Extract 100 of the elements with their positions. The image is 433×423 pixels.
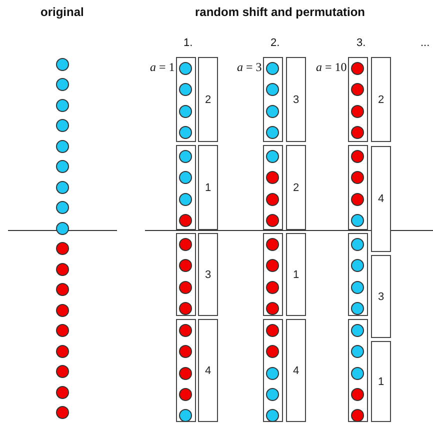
circle-marker: [179, 280, 192, 294]
circle-marker: [179, 366, 192, 380]
circle-marker: [56, 201, 68, 214]
circle-marker: [351, 192, 364, 206]
shift-label: a = 10: [316, 60, 347, 75]
group-box: [176, 57, 196, 142]
segment-box: 4: [198, 319, 218, 422]
circle-marker: [351, 238, 364, 251]
circle-marker: [179, 409, 192, 422]
segment-box: 3: [371, 255, 391, 338]
circle-marker: [351, 214, 364, 227]
step-number: 3.: [356, 37, 366, 49]
circle-marker: [266, 104, 279, 118]
circle-marker: [179, 214, 192, 227]
circle-marker: [266, 388, 279, 401]
circle-marker: [266, 171, 279, 184]
circle-marker: [56, 119, 68, 132]
circle-marker: [179, 324, 192, 337]
circle-marker: [56, 386, 68, 398]
group-box: [348, 57, 368, 142]
circle-marker: [351, 366, 364, 380]
group-box: [348, 233, 368, 316]
ellipsis: ...: [420, 37, 430, 49]
circle-marker: [351, 409, 364, 422]
circle-marker: [179, 192, 192, 206]
circle-marker: [179, 238, 192, 251]
circle-marker: [179, 388, 192, 401]
circle-marker: [351, 83, 364, 96]
circle-marker: [56, 160, 68, 173]
circle-marker: [351, 259, 364, 272]
circle-marker: [56, 344, 68, 358]
circle-marker: [266, 280, 279, 294]
step-number: 1.: [184, 37, 193, 49]
group-box: [176, 233, 196, 316]
shift-label: a = 1: [150, 60, 175, 75]
circle-marker: [56, 324, 68, 337]
circle-marker: [179, 83, 192, 96]
segment-box: 3: [198, 233, 218, 316]
circle-marker: [266, 324, 279, 337]
segment-box: 3: [286, 57, 306, 142]
segment-box: 2: [198, 57, 218, 142]
circle-marker: [56, 140, 68, 152]
circle-marker: [351, 62, 364, 75]
step-number: 2.: [270, 37, 280, 49]
group-box: [348, 319, 368, 422]
circle-marker: [56, 180, 68, 194]
circle-marker: [351, 104, 364, 118]
circle-marker: [56, 304, 68, 316]
circle-marker: [266, 214, 279, 227]
segment-box: 2: [371, 57, 391, 142]
circle-marker: [179, 62, 192, 75]
circle-marker: [56, 406, 68, 419]
group-box: [263, 57, 283, 142]
column-heading: original: [40, 5, 84, 19]
circle-marker: [266, 238, 279, 251]
circle-marker: [266, 192, 279, 206]
segment-box: 4: [371, 146, 391, 252]
circle-marker: [179, 126, 192, 139]
column-heading: random shift and permutation: [195, 5, 366, 19]
group-box: [348, 145, 368, 230]
segment-box: 1: [371, 341, 391, 422]
circle-marker: [351, 171, 364, 184]
circle-marker: [351, 150, 364, 163]
circle-marker: [266, 150, 279, 163]
circle-marker: [56, 58, 68, 70]
segment-box: 4: [286, 319, 306, 422]
circle-marker: [266, 126, 279, 139]
circle-marker: [56, 98, 68, 112]
circle-marker: [266, 409, 279, 422]
segment-box: 2: [286, 145, 306, 230]
circle-marker: [56, 242, 68, 255]
group-box: [176, 145, 196, 230]
circle-marker: [266, 302, 279, 315]
circle-marker: [56, 365, 68, 378]
circle-marker: [266, 83, 279, 96]
circle-marker: [351, 280, 364, 294]
circle-marker: [56, 222, 68, 234]
group-box: [176, 319, 196, 422]
group-box: [263, 145, 283, 230]
circle-marker: [351, 345, 364, 358]
circle-marker: [351, 324, 364, 337]
circle-marker: [179, 150, 192, 163]
circle-marker: [266, 345, 279, 358]
circle-marker: [179, 104, 192, 118]
circle-marker: [179, 302, 192, 315]
group-box: [263, 319, 283, 422]
circle-marker: [266, 62, 279, 75]
circle-marker: [351, 388, 364, 401]
circle-marker: [266, 259, 279, 272]
circle-marker: [351, 126, 364, 139]
circle-marker: [179, 171, 192, 184]
circle-marker: [266, 366, 279, 380]
circle-marker: [56, 262, 68, 276]
circle-marker: [56, 78, 68, 91]
circle-marker: [179, 259, 192, 272]
circle-marker: [351, 302, 364, 315]
circle-marker: [179, 345, 192, 358]
group-box: [263, 233, 283, 316]
segment-box: 1: [286, 233, 306, 316]
segment-box: 1: [198, 145, 218, 230]
